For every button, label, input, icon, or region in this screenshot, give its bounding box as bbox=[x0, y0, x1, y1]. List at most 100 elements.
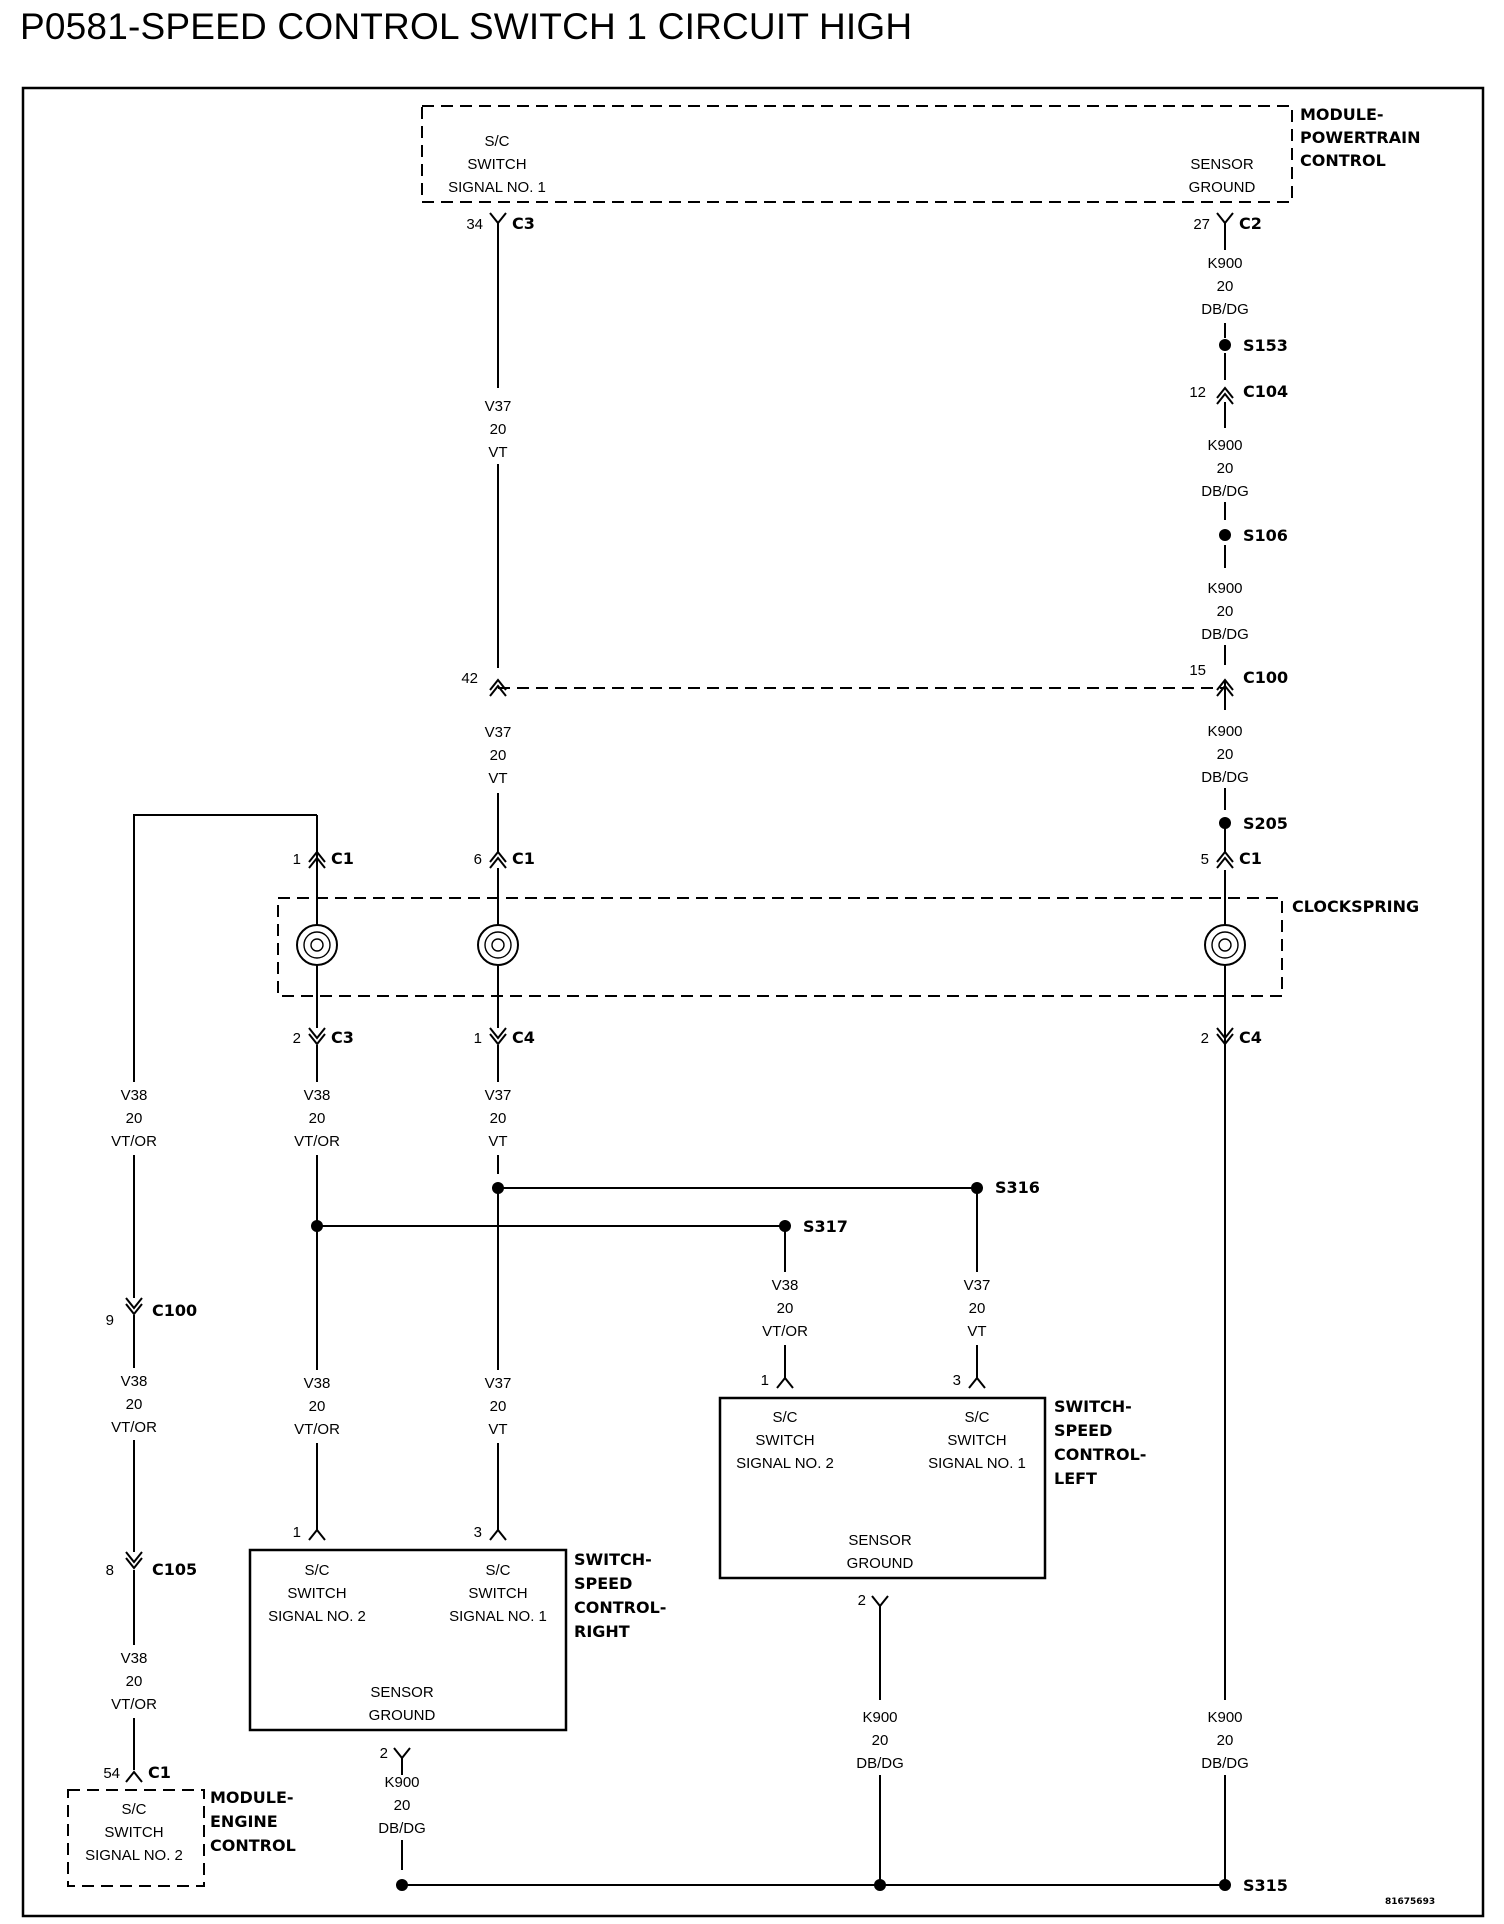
swr-pin-sig1-label-1: S/C bbox=[485, 1562, 510, 1579]
connector-pin: 1 bbox=[293, 1524, 301, 1541]
wire-color: VT bbox=[967, 1323, 986, 1340]
splice-label-s317: S317 bbox=[803, 1217, 848, 1236]
connector-name: C100 bbox=[1243, 668, 1288, 687]
connector-pin: 3 bbox=[953, 1372, 961, 1389]
splice-label-s106: S106 bbox=[1243, 526, 1288, 545]
connector-name: C3 bbox=[512, 214, 535, 233]
wire-label-k900-c: K900 20 DB/DG bbox=[1201, 580, 1249, 643]
connector-symbol-c100-v37 bbox=[489, 678, 507, 697]
wire-circuit: K900 bbox=[1207, 1709, 1242, 1726]
connector-symbol-swr-p1 bbox=[308, 1528, 326, 1541]
connector-pin: 9 bbox=[106, 1312, 114, 1329]
connector-name: C104 bbox=[1243, 382, 1288, 401]
wire-gauge: 20 bbox=[1217, 746, 1234, 763]
swl-name-3: CONTROL- bbox=[1054, 1445, 1146, 1464]
wire-label-k900-swl: K900 20 DB/DG bbox=[856, 1709, 904, 1772]
wire-segment bbox=[133, 814, 317, 1082]
pcm-name-1: MODULE- bbox=[1300, 105, 1384, 124]
ecm-name-2: ENGINE bbox=[210, 1812, 278, 1831]
connector-pin: 15 bbox=[1189, 662, 1206, 679]
connector-pin: 3 bbox=[474, 1524, 482, 1541]
connector-name: C4 bbox=[512, 1028, 535, 1047]
wire-gauge: 20 bbox=[969, 1300, 986, 1317]
connector-symbol-cs-c1-a bbox=[308, 850, 326, 869]
swr-pin-ground-label-2: GROUND bbox=[369, 1707, 436, 1724]
swr-pin-sig1-label-2: SWITCH bbox=[468, 1585, 527, 1602]
connector-name: C105 bbox=[152, 1560, 197, 1579]
engine-control-module: S/C SWITCH SIGNAL NO. 2 MODULE- ENGINE C… bbox=[67, 1788, 296, 1887]
wire-circuit: K900 bbox=[862, 1709, 897, 1726]
wire-gauge: 20 bbox=[1217, 603, 1234, 620]
pcm-pin-ground-label-2: GROUND bbox=[1189, 179, 1256, 196]
wire-color: VT bbox=[488, 1421, 507, 1438]
wire-circuit: V37 bbox=[964, 1277, 991, 1294]
wire-circuit: K900 bbox=[1207, 255, 1242, 272]
wire-circuit: V38 bbox=[121, 1373, 148, 1390]
connector-symbol-swl-p3 bbox=[968, 1375, 986, 1389]
connector-name: C4 bbox=[1239, 1028, 1262, 1047]
connector-pin: 12 bbox=[1189, 384, 1206, 401]
swr-name-1: SWITCH- bbox=[574, 1550, 652, 1569]
splice-s316-dot bbox=[971, 1182, 983, 1194]
clockspring-coil-3 bbox=[1204, 924, 1246, 966]
swr-name-2: SPEED bbox=[574, 1574, 632, 1593]
wire-gauge: 20 bbox=[872, 1732, 889, 1749]
connector-name: C2 bbox=[1239, 214, 1262, 233]
wire-label-v37-swr: V37 20 VT bbox=[485, 1375, 512, 1438]
swl-pin-sig2-label-3: SIGNAL NO. 2 bbox=[736, 1455, 834, 1472]
wire-color: VT/OR bbox=[294, 1133, 340, 1150]
wire-label-v37-mid: V37 20 VT bbox=[485, 724, 512, 787]
wire-circuit: V38 bbox=[121, 1650, 148, 1667]
wire-circuit: V38 bbox=[304, 1375, 331, 1392]
switch-speed-control-right: S/C SWITCH SIGNAL NO. 2 S/C SWITCH SIGNA… bbox=[248, 1548, 666, 1732]
wire-label-k900-swr: K900 20 DB/DG bbox=[378, 1774, 426, 1837]
wire-label-k900-cs: K900 20 DB/DG bbox=[1201, 1709, 1249, 1772]
swl-name-4: LEFT bbox=[1054, 1469, 1097, 1488]
wire-label-v37-swl: V37 20 VT bbox=[964, 1277, 991, 1340]
wire-gauge: 20 bbox=[309, 1110, 326, 1127]
splice-v38-junction bbox=[311, 1220, 323, 1232]
connector-pin: 6 bbox=[474, 851, 482, 868]
wire-label-k900-a: K900 20 DB/DG bbox=[1201, 255, 1249, 318]
splice-label-s205: S205 bbox=[1243, 814, 1288, 833]
connector-name: C1 bbox=[331, 849, 354, 868]
pcm-pin-signal1-label-3: SIGNAL NO. 1 bbox=[448, 179, 546, 196]
splice-s317-dot bbox=[779, 1220, 791, 1232]
connector-symbol-pcm-c3 bbox=[489, 212, 507, 232]
connector-pin: 1 bbox=[293, 851, 301, 868]
splice-s205-dot bbox=[1219, 817, 1231, 829]
wire-label-v38-cs: V38 20 VT/OR bbox=[294, 1087, 340, 1150]
connector-pin: 5 bbox=[1201, 851, 1209, 868]
swr-pin-sig2-label-1: S/C bbox=[304, 1562, 329, 1579]
swr-name-4: RIGHT bbox=[574, 1622, 630, 1641]
splice-label-s316: S316 bbox=[995, 1178, 1040, 1197]
connector-pin: 2 bbox=[293, 1030, 301, 1047]
wire-gauge: 20 bbox=[309, 1398, 326, 1415]
connector-pin: 2 bbox=[858, 1592, 866, 1609]
wire-circuit: V37 bbox=[485, 398, 512, 415]
wire-label-k900-b: K900 20 DB/DG bbox=[1201, 437, 1249, 500]
swl-pin-sig1-label-2: SWITCH bbox=[947, 1432, 1006, 1449]
wire-circuit: V37 bbox=[485, 1087, 512, 1104]
swl-name-2: SPEED bbox=[1054, 1421, 1112, 1440]
connector-symbol-c100-v38 bbox=[125, 1297, 143, 1316]
connector-pin: 1 bbox=[474, 1030, 482, 1047]
connector-symbol-swl-p1 bbox=[776, 1375, 794, 1389]
connector-pin: 54 bbox=[103, 1765, 120, 1782]
switch-speed-control-left: S/C SWITCH SIGNAL NO. 2 S/C SWITCH SIGNA… bbox=[718, 1396, 1146, 1580]
wire-circuit: K900 bbox=[384, 1774, 419, 1791]
connector-symbol-cs-c1-b bbox=[489, 850, 507, 869]
swl-pin-sig1-label-1: S/C bbox=[964, 1409, 989, 1426]
pcm-pin-ground-label-1: SENSOR bbox=[1190, 156, 1254, 173]
connector-symbol-swr-p3 bbox=[489, 1528, 507, 1541]
connector-symbol-swl-p2 bbox=[871, 1595, 889, 1612]
wire-label-v37-pcm: V37 20 VT bbox=[485, 398, 512, 461]
wire-gauge: 20 bbox=[490, 747, 507, 764]
wire-gauge: 20 bbox=[1217, 278, 1234, 295]
swl-pin-sig2-label-1: S/C bbox=[772, 1409, 797, 1426]
connector-pin: 8 bbox=[106, 1562, 114, 1579]
connector-pin: 2 bbox=[380, 1745, 388, 1762]
pcm-name-2: POWERTRAIN bbox=[1300, 128, 1420, 147]
wire-gauge: 20 bbox=[490, 1398, 507, 1415]
